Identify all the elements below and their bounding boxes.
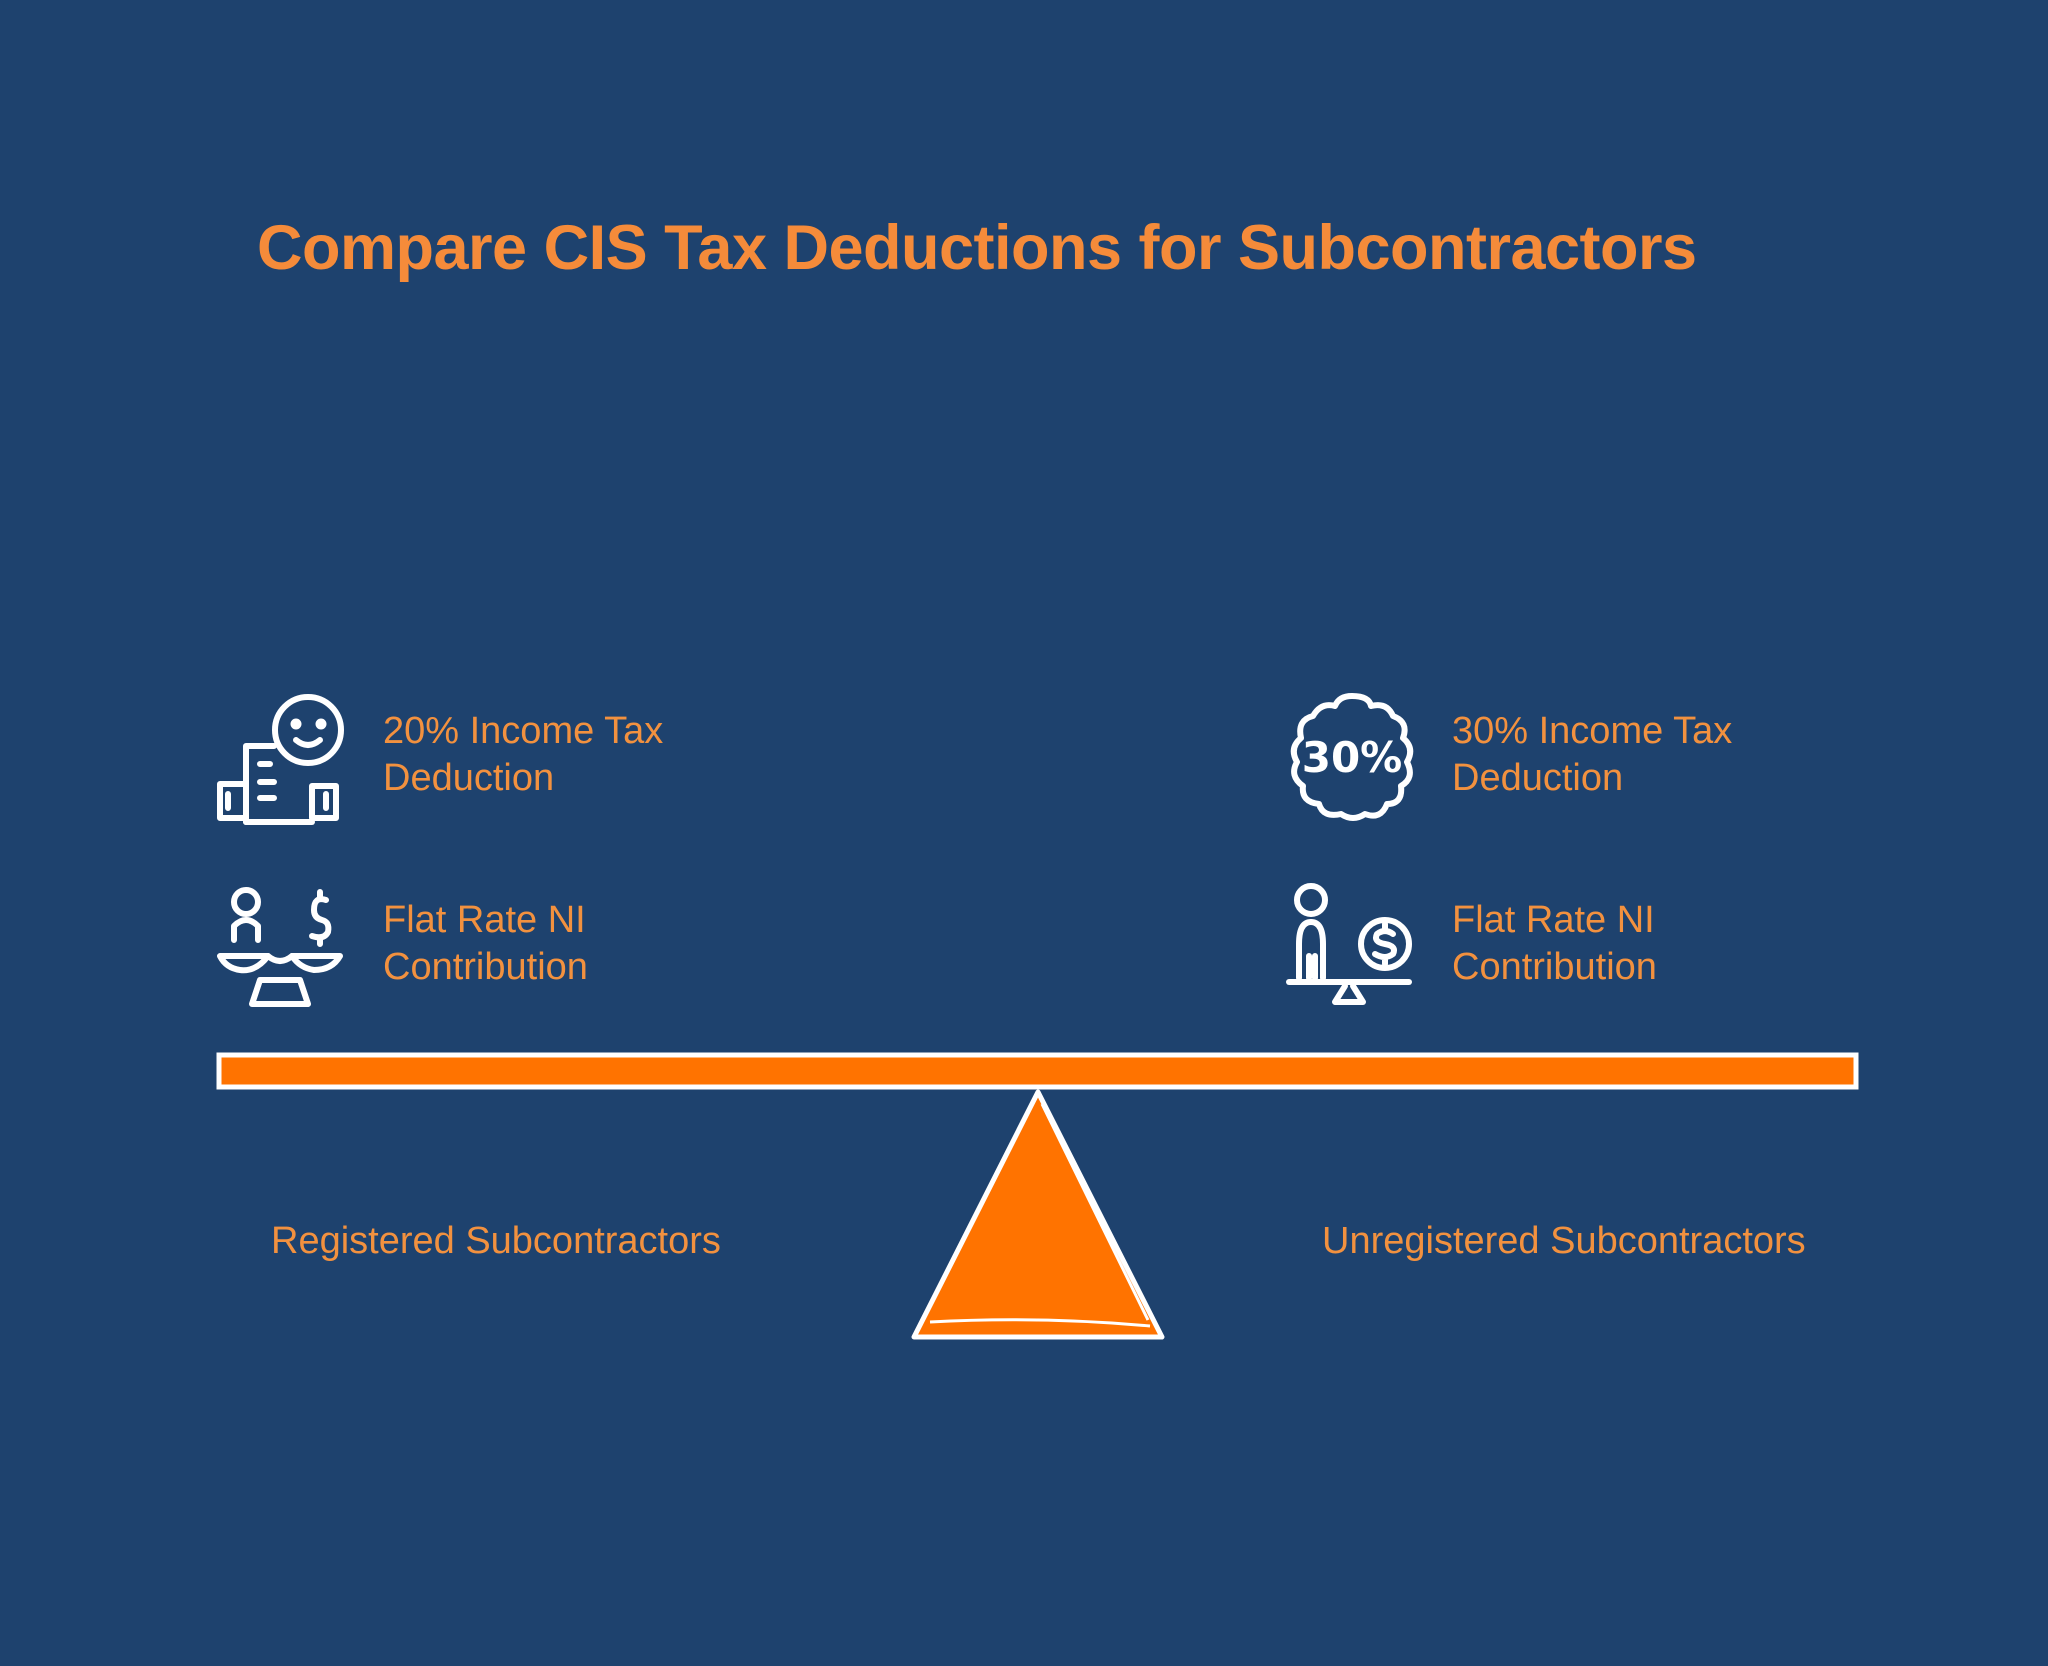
left-item-2-text: Flat Rate NI Contribution [383,899,588,988]
registered-subcontractors-label: Registered Subcontractors [271,1220,721,1262]
seesaw-fulcrum [911,1089,1165,1340]
scale-person-dollar-icon [216,882,346,1012]
building-smiley-icon [216,694,346,825]
seesaw-beam [216,1052,1859,1090]
right-item-1-text: 30% Income Tax Deduction [1452,710,1733,799]
percent-badge-icon: 30% [1287,692,1417,822]
seesaw-person-coin-icon [1286,882,1417,1012]
right-item-2-text: Flat Rate NI Contribution [1452,899,1657,988]
page-title: Compare CIS Tax Deductions for Subcontra… [257,213,1697,283]
unregistered-subcontractors-label: Unregistered Subcontractors [1322,1220,1806,1262]
left-item-1-text: 20% Income Tax Deduction [383,710,664,799]
svg-text:30%: 30% [1302,733,1403,782]
